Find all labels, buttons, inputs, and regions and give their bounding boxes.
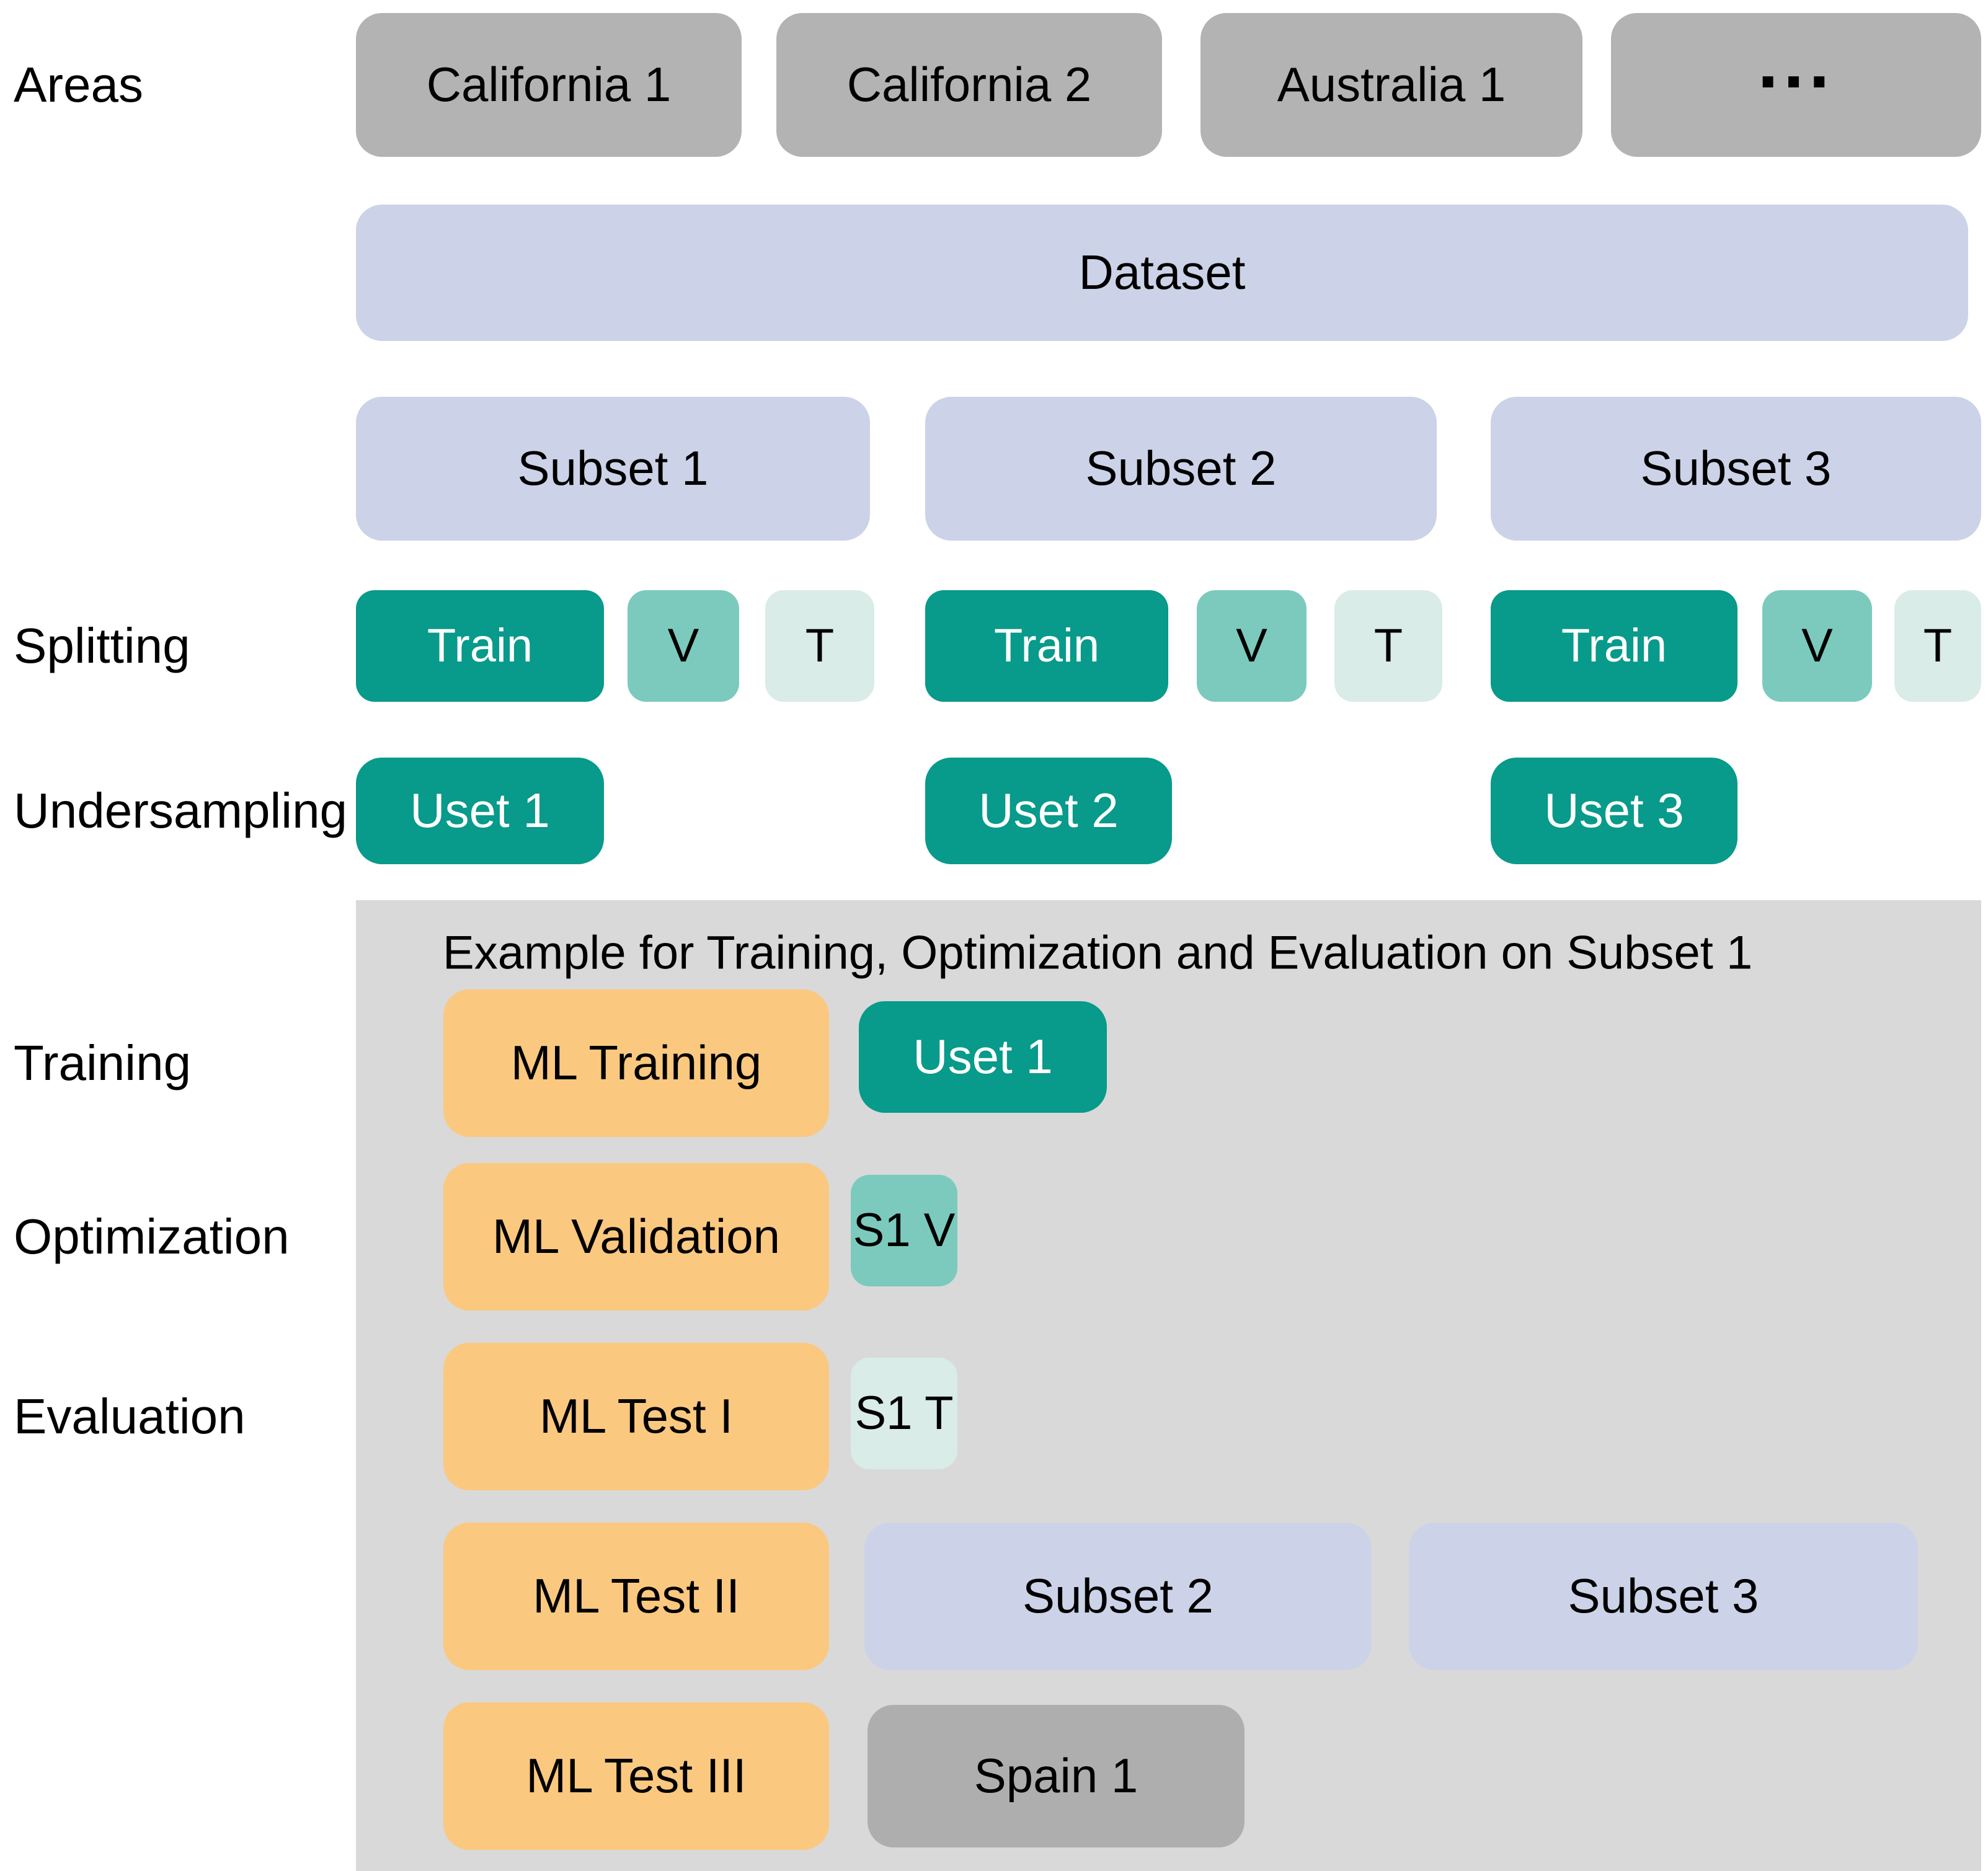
ml-test-3-box: ML Test III <box>443 1702 829 1850</box>
spain-1-box: Spain 1 <box>868 1705 1245 1847</box>
subset-box-3: Subset 3 <box>1491 397 1981 541</box>
example-title: Example for Training, Optimization and E… <box>443 926 1753 980</box>
subset-box-2: Subset 2 <box>925 397 1437 541</box>
uset-box-2: Uset 2 <box>925 758 1172 864</box>
subset-2-example-box: Subset 2 <box>864 1523 1372 1670</box>
ellipsis-text: ... <box>1757 20 1835 104</box>
uset-box-3: Uset 3 <box>1491 758 1737 864</box>
s1-v-box: S1 V <box>851 1175 957 1286</box>
split-validation-1: V <box>628 590 739 702</box>
area-box-california-2: California 2 <box>776 13 1162 157</box>
ml-validation-box: ML Validation <box>443 1163 829 1311</box>
area-box-australia-1: Australia 1 <box>1200 13 1582 157</box>
subset-3-example-box: Subset 3 <box>1409 1523 1918 1670</box>
split-test-2: T <box>1334 590 1442 702</box>
subset-box-1: Subset 1 <box>356 397 870 541</box>
split-train-3: Train <box>1491 590 1737 702</box>
split-validation-2: V <box>1197 590 1307 702</box>
split-validation-3: V <box>1762 590 1872 702</box>
uset-box-1: Uset 1 <box>356 758 604 864</box>
dataset-box: Dataset <box>356 205 1968 341</box>
split-test-3: T <box>1894 590 1981 702</box>
uset-1-example-box: Uset 1 <box>859 1001 1107 1113</box>
ml-test-2-box: ML Test II <box>443 1523 829 1670</box>
row-label-undersampling: Undersampling <box>14 783 348 838</box>
row-label-training: Training <box>14 1035 192 1090</box>
s1-t-box: S1 T <box>851 1358 957 1469</box>
ml-training-box: ML Training <box>443 989 829 1137</box>
row-label-splitting: Splitting <box>14 618 190 673</box>
row-label-areas: Areas <box>14 57 143 112</box>
split-train-2: Train <box>925 590 1168 702</box>
area-box-more: ... <box>1611 13 1981 157</box>
ml-test-1-box: ML Test I <box>443 1343 829 1490</box>
split-train-1: Train <box>356 590 604 702</box>
split-test-1: T <box>765 590 874 702</box>
row-label-evaluation: Evaluation <box>14 1389 246 1444</box>
row-label-optimization: Optimization <box>14 1209 290 1264</box>
area-box-california-1: California 1 <box>356 13 742 157</box>
